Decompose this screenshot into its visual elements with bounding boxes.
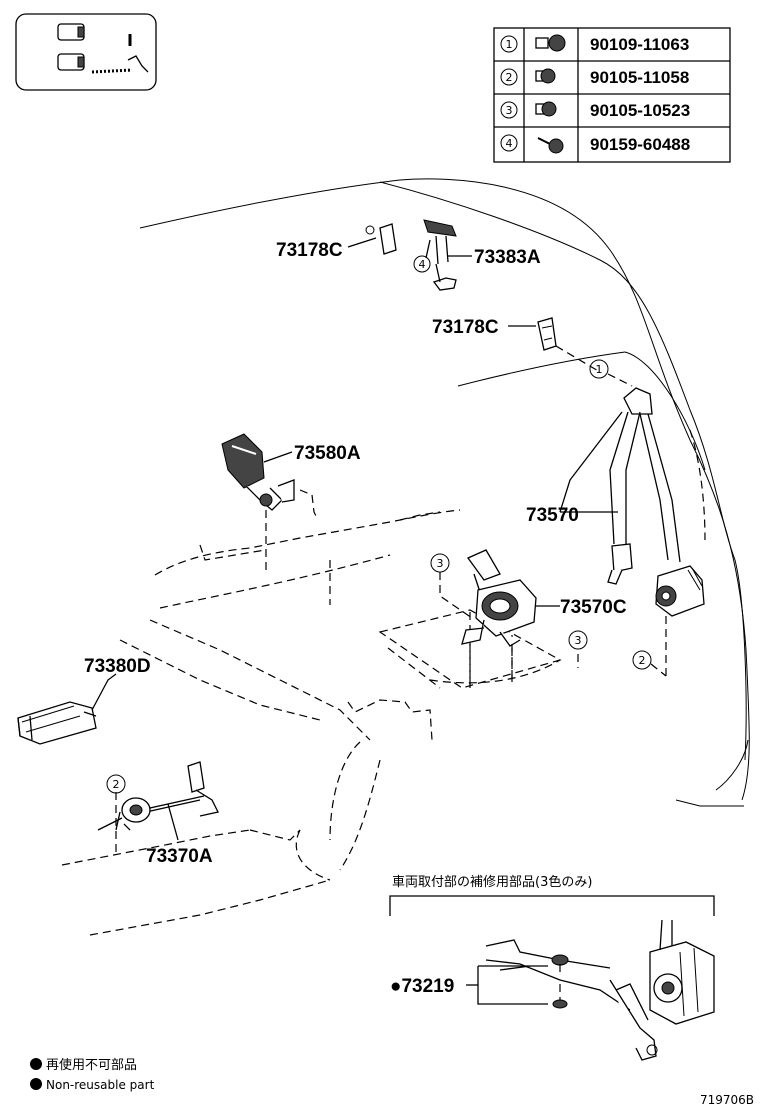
callout-2-left-group: 2 bbox=[106, 774, 126, 794]
row-number: 1 bbox=[506, 38, 513, 51]
fastener-row-4: 4 90159-60488 bbox=[500, 134, 690, 154]
callout-4: 4 bbox=[419, 258, 426, 271]
flange-bolt-icon bbox=[535, 34, 566, 52]
fastener-row-3: 3 90105-10523 bbox=[500, 101, 690, 120]
callout-circle bbox=[500, 101, 518, 119]
label-73178c-upper: 73178C bbox=[276, 240, 343, 261]
inset-caption: 車両取付部の補修用部品(3色のみ) bbox=[392, 874, 592, 890]
fastener-row-2: 2 90105-11058 bbox=[500, 68, 689, 87]
row-number: 3 bbox=[506, 104, 513, 117]
floor-panel bbox=[378, 609, 579, 690]
callout-circle bbox=[568, 630, 588, 650]
part-number: 90159-60488 bbox=[590, 135, 690, 154]
anchor-73383a: 4 73383A bbox=[413, 219, 541, 291]
part-number: 90109-11063 bbox=[590, 35, 689, 54]
legend: 再使用不可部品 Non-reusable part bbox=[30, 1057, 155, 1092]
callout-2-right-group: 2 bbox=[632, 650, 667, 677]
retractor-73570 bbox=[655, 565, 705, 617]
cover-73178c-lower: 73178C bbox=[432, 317, 601, 373]
retractor-73570c: 73570C bbox=[439, 549, 627, 688]
buckle-73370a: 73370A bbox=[97, 761, 219, 867]
part-number: 90105-10523 bbox=[590, 101, 690, 120]
callout-3b-group: 3 bbox=[568, 630, 588, 650]
callout-circle bbox=[500, 134, 518, 152]
cover-73178c-upper: 73178C bbox=[276, 223, 397, 261]
vehicle-body-outline bbox=[61, 178, 750, 936]
label-73570c: 73570C bbox=[560, 597, 627, 618]
bolt-icon bbox=[535, 68, 556, 84]
label-73178c-lower: 73178C bbox=[432, 317, 499, 338]
retractor-inset bbox=[649, 941, 715, 1025]
label-73380d: 73380D bbox=[84, 656, 151, 677]
part-number: 90105-11058 bbox=[590, 68, 689, 87]
callout-circle bbox=[589, 359, 609, 379]
callout-3-a: 3 bbox=[437, 557, 444, 570]
belt-assembly-73570: 73570 bbox=[526, 387, 705, 676]
fastener-row-1: 1 90109-11063 bbox=[500, 34, 689, 54]
label-73580a: 73580A bbox=[294, 443, 361, 464]
vehicle-locator-thumbnail bbox=[15, 13, 157, 91]
legend-en: Non-reusable part bbox=[46, 1078, 155, 1092]
screw-icon bbox=[537, 137, 564, 154]
callout-3-b: 3 bbox=[575, 634, 582, 647]
callout-2-right: 2 bbox=[639, 654, 646, 667]
row-number: 2 bbox=[506, 71, 513, 84]
repair-parts-inset: 車両取付部の補修用部品(3色のみ) ●73219 bbox=[389, 874, 715, 1061]
callout-2-left: 2 bbox=[113, 778, 120, 791]
fastener-table: 1 90109-11063 2 90105-11058 3 90105-1052 bbox=[493, 27, 731, 163]
callout-3a-group: 3 bbox=[430, 553, 450, 573]
bolt-icon bbox=[535, 101, 557, 117]
pin-fastener-icon bbox=[551, 954, 569, 1009]
diagram-id: 719706B bbox=[700, 1093, 754, 1107]
legend-jp: 再使用不可部品 bbox=[46, 1057, 137, 1073]
callout-circle bbox=[106, 774, 126, 794]
callout-circle bbox=[500, 35, 518, 53]
callout-1: 1 bbox=[596, 363, 603, 376]
label-73370a: 73370A bbox=[146, 846, 213, 867]
label-73219: ●73219 bbox=[390, 976, 454, 997]
callout-circle bbox=[430, 553, 450, 573]
callout-circle bbox=[413, 255, 431, 273]
callout-circle bbox=[500, 68, 518, 86]
callout-1-group: 1 bbox=[589, 359, 633, 387]
non-reusable-bullet-icon bbox=[30, 1078, 42, 1090]
buckle-73580a: 73580A bbox=[221, 433, 361, 572]
label-73570: 73570 bbox=[526, 505, 579, 526]
row-number: 4 bbox=[506, 137, 513, 150]
non-reusable-bullet-icon bbox=[30, 1058, 42, 1070]
callout-circle bbox=[632, 650, 652, 670]
cover-73380d: 73380D bbox=[17, 656, 151, 745]
label-73383a: 73383A bbox=[474, 247, 541, 268]
